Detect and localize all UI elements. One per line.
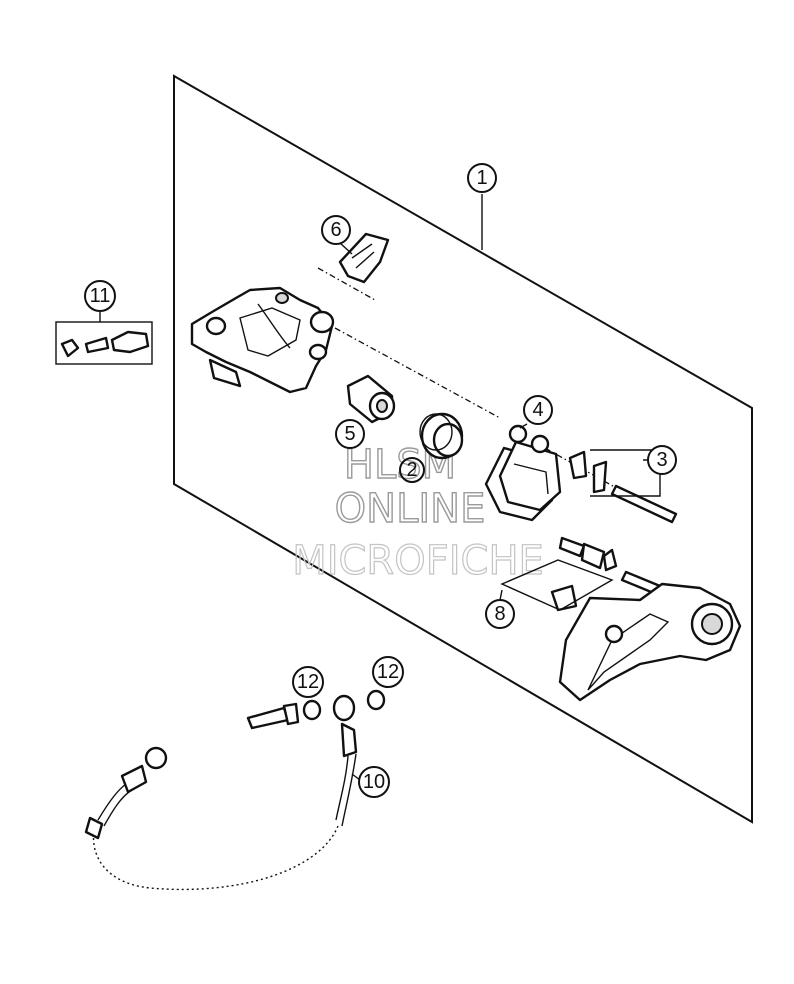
watermark: HLSM ONLINE MICROFICHE [292, 441, 545, 584]
caliper-bracket-part [558, 582, 742, 702]
callout-3-label: 3 [656, 449, 667, 471]
callout-2-label: 2 [406, 459, 417, 481]
callout-8: 8 [485, 599, 515, 629]
callout-1: 1 [467, 163, 497, 193]
brake-pads-part [484, 424, 562, 522]
callout-12-left: 12 [292, 666, 324, 698]
banjo-bolt-part [246, 689, 386, 730]
callout-5-label: 5 [344, 423, 355, 445]
callout-11-label: 11 [90, 285, 111, 307]
callout-12-right: 12 [372, 656, 404, 688]
callout-4: 4 [523, 395, 553, 425]
caliper-body-part [190, 286, 335, 394]
callout-4-label: 4 [532, 399, 543, 421]
callout-2: 2 [399, 457, 425, 483]
seal-rings-part [419, 412, 464, 460]
callout-10-label: 10 [363, 771, 385, 793]
callout-12-right-label: 12 [377, 661, 399, 683]
callout-8-label: 8 [494, 603, 505, 625]
assembly-frame [173, 74, 753, 824]
watermark-line-2: ONLINE [335, 486, 486, 532]
watermark-line-3: MICROFICHE [292, 538, 544, 584]
brake-hose-part [84, 694, 358, 891]
callout-12-left-label: 12 [297, 671, 319, 693]
callout-3: 3 [647, 445, 677, 475]
pad-pin-axis [317, 267, 376, 301]
callout-1-label: 1 [476, 167, 487, 189]
bleeder-valve-part [55, 321, 153, 365]
callout-6: 6 [321, 215, 351, 245]
piston-part [346, 374, 396, 424]
callout-10: 10 [358, 766, 390, 798]
leader-lines [99, 194, 660, 781]
callout-11: 11 [84, 280, 116, 312]
callout-6-label: 6 [330, 219, 341, 241]
pad-spring-part [338, 232, 390, 284]
callout-5: 5 [335, 419, 365, 449]
pad-pin-part [568, 449, 678, 524]
